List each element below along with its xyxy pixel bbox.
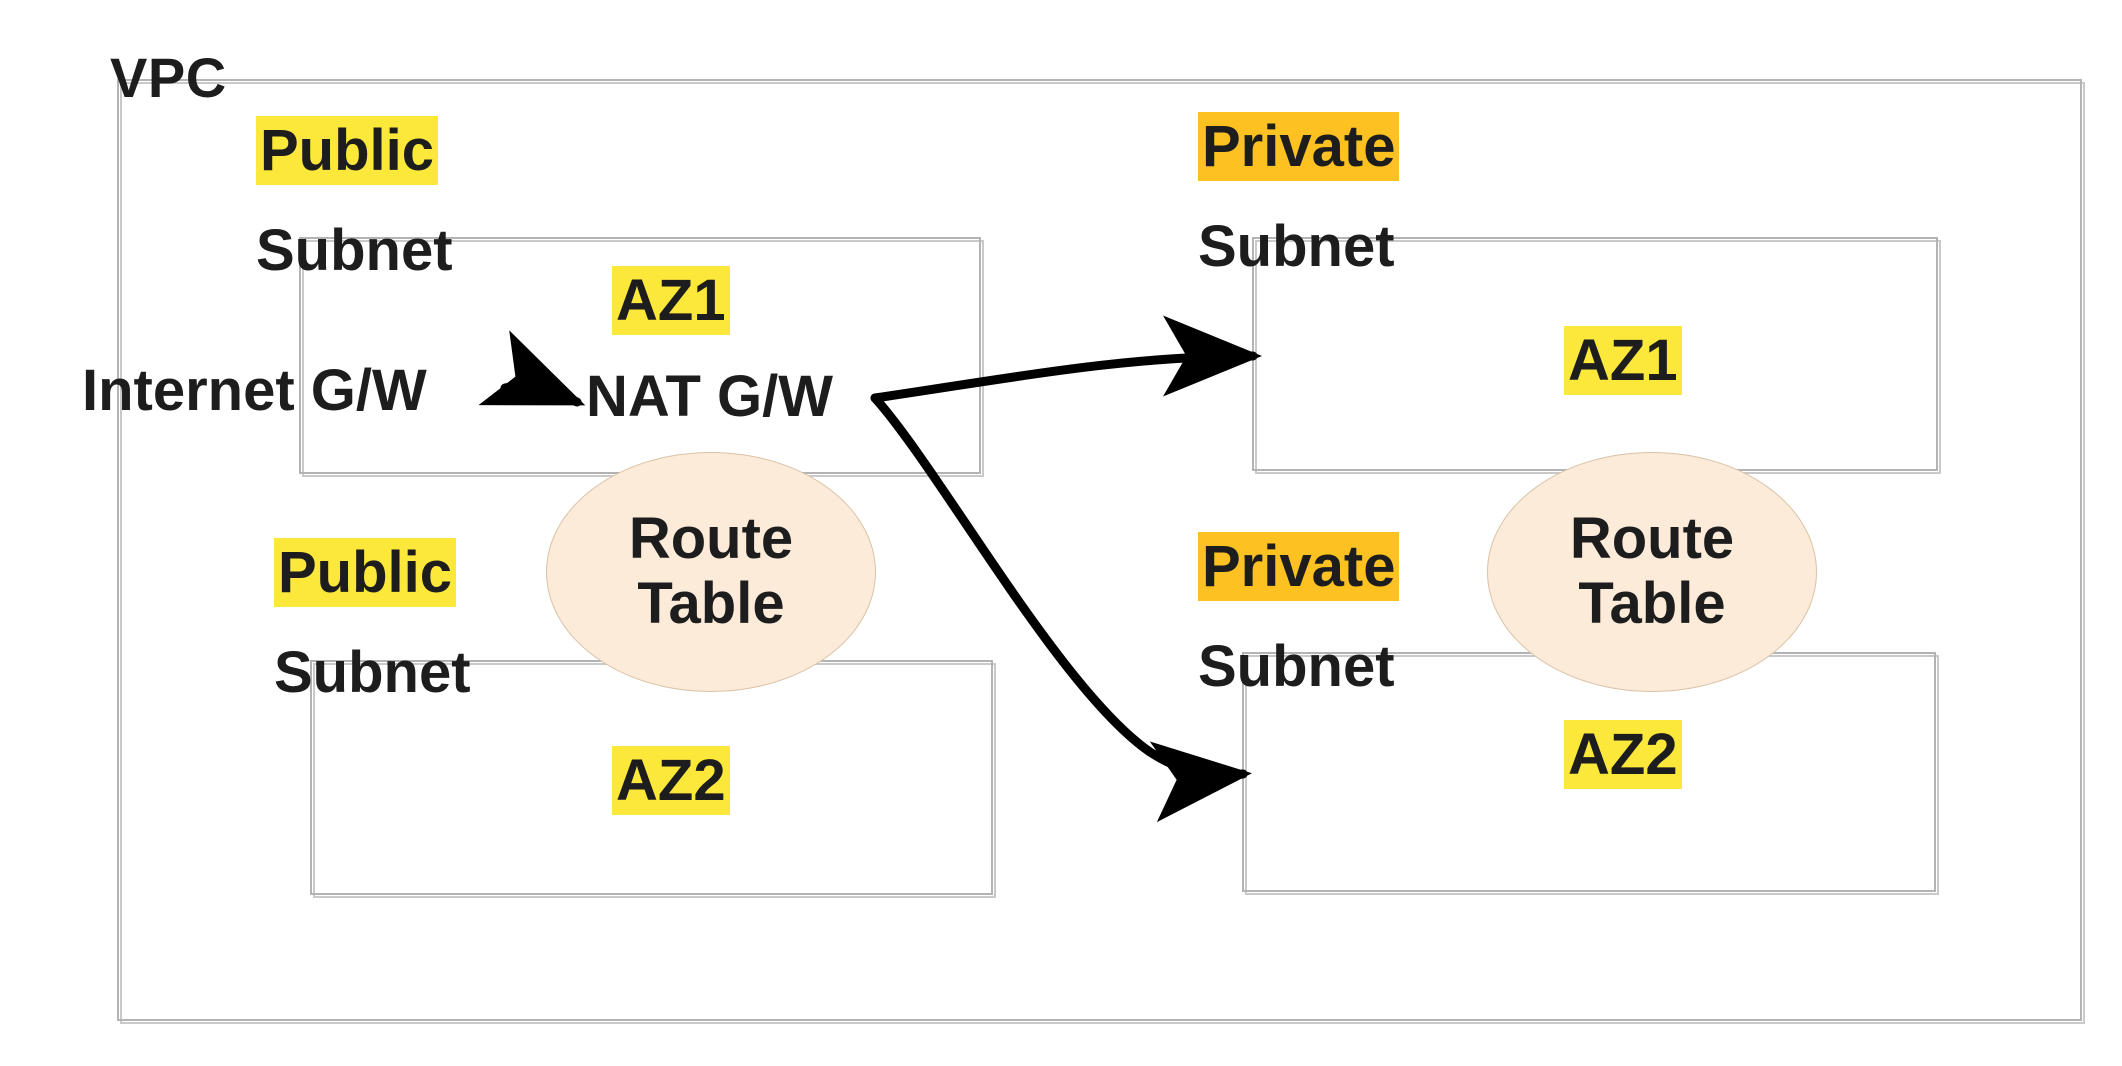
public-subnet-az1-kind-text: Public — [256, 116, 439, 185]
private-subnet-az2-subnet-label: Subnet — [1198, 634, 1395, 699]
private-subnet-az1-az-text: AZ1 — [1564, 326, 1682, 395]
private-route-table-line2: Table — [1578, 571, 1726, 636]
public-subnet-az1-az-label: AZ1 — [612, 266, 730, 335]
private-subnet-az1-kind-text: Private — [1198, 112, 1400, 181]
private-subnet-az2-az-text: AZ2 — [1564, 720, 1682, 789]
nat-gateway-label: NAT G/W — [586, 364, 833, 429]
public-subnet-az1-az-text: AZ1 — [612, 266, 730, 335]
private-subnet-az1-subnet-label: Subnet — [1198, 214, 1395, 279]
vpc-title-label: VPC — [110, 46, 227, 109]
public-subnet-az1-subnet-label: Subnet — [256, 218, 453, 283]
private-route-table-ellipse: Route Table — [1487, 452, 1817, 692]
public-subnet-az1-kind-label: Public — [256, 116, 439, 185]
arrow-nat-gw-to-private-az2 — [870, 393, 1252, 823]
public-subnet-az2-az-text: AZ2 — [612, 746, 730, 815]
arrow-nat-gw-to-private-az1 — [870, 315, 1262, 403]
public-subnet-az2-kind-text: Public — [274, 538, 457, 607]
private-subnet-az2-kind-text: Private — [1198, 532, 1400, 601]
public-subnet-az2-az-label: AZ2 — [612, 746, 730, 815]
arrow-internet-gw-to-nat-gw — [478, 330, 586, 407]
private-subnet-az2-az-label: AZ2 — [1564, 720, 1682, 789]
public-route-table-line1: Route — [628, 506, 794, 572]
private-subnet-az2-kind-label: Private — [1198, 532, 1400, 601]
private-subnet-az1-az-label: AZ1 — [1564, 326, 1682, 395]
internet-gateway-label: Internet G/W — [82, 358, 427, 423]
private-subnet-az1-kind-label: Private — [1198, 112, 1400, 181]
public-subnet-az2-subnet-label: Subnet — [274, 640, 471, 705]
public-route-table-line2: Table — [637, 571, 785, 636]
private-route-table-line1: Route — [1569, 506, 1735, 572]
public-subnet-az2-kind-label: Public — [274, 538, 457, 607]
public-route-table-ellipse: Route Table — [546, 452, 876, 692]
